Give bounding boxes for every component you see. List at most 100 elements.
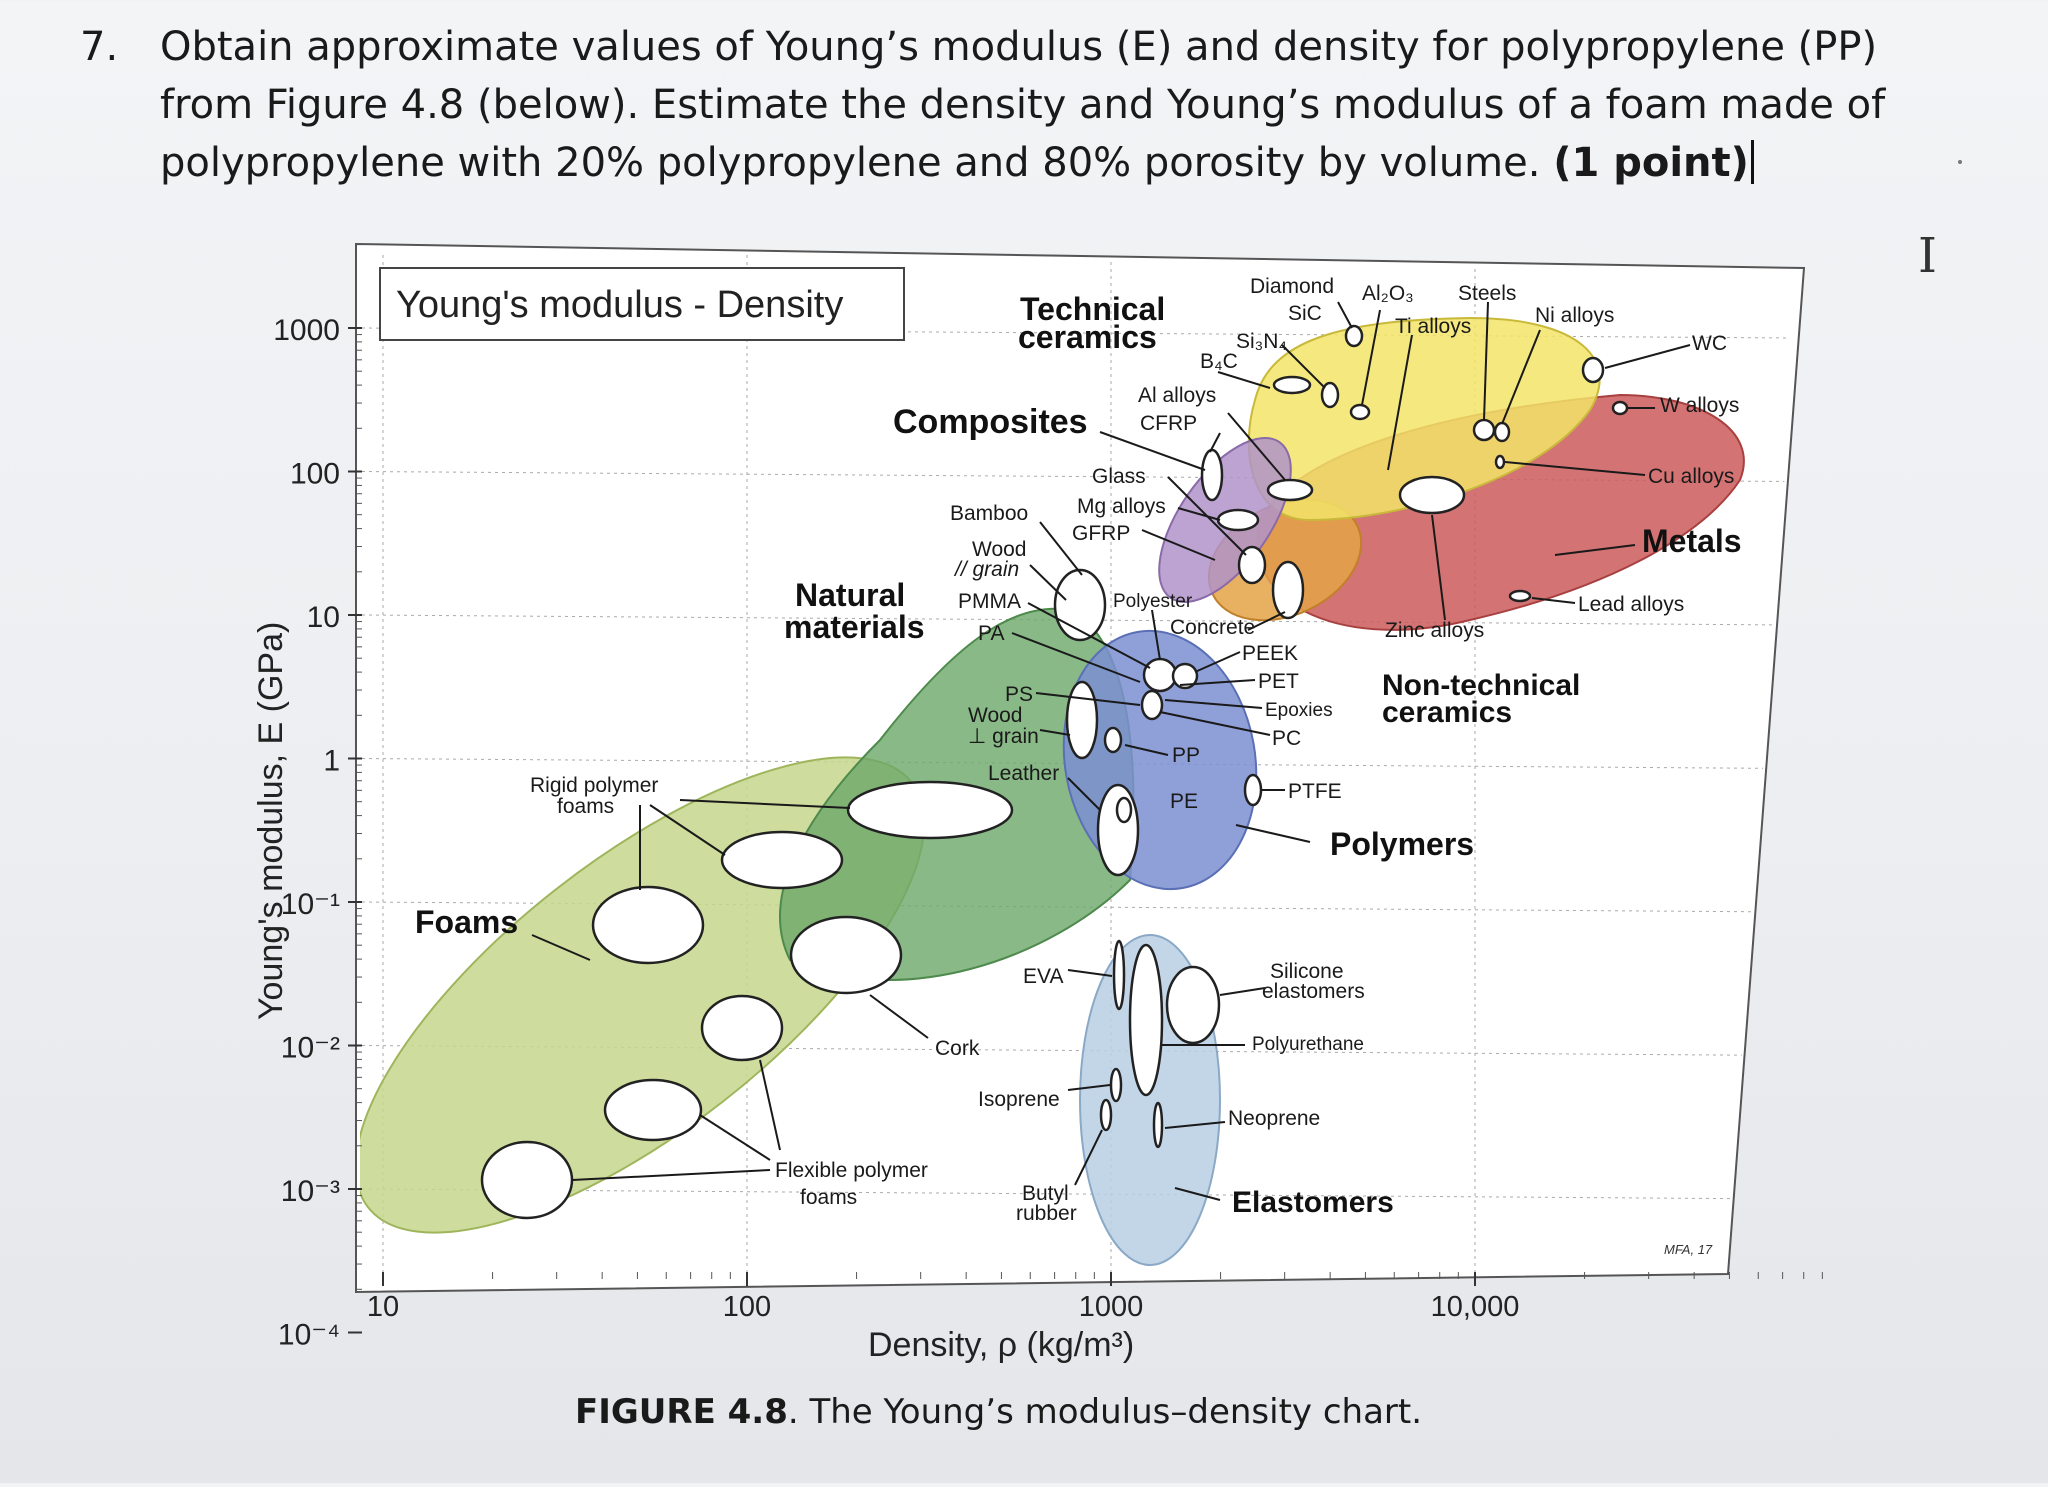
label-ti-alloys: Ti alloys xyxy=(1395,315,1471,338)
y-tick-label-4: 10⁻¹ xyxy=(281,888,340,921)
leader-polymers xyxy=(1235,824,1311,843)
leader-b4c xyxy=(1217,371,1271,389)
stray-dot xyxy=(1958,160,1962,164)
material-bubbles xyxy=(480,324,1629,1220)
leader-pet xyxy=(1179,679,1256,686)
bubble-ptfe xyxy=(1243,773,1263,807)
label-tech-ceramics-2: ceramics xyxy=(1018,319,1157,355)
label-cfrp: CFRP xyxy=(1140,412,1197,435)
bubble-lead xyxy=(1508,589,1532,603)
question-number: 7. xyxy=(80,24,119,70)
label-glass: Glass xyxy=(1092,465,1146,488)
leader-steels xyxy=(1483,301,1489,421)
bubble-al2o3 xyxy=(1349,403,1371,421)
label-pa: PA xyxy=(978,622,1004,645)
bubble-diamond xyxy=(1344,324,1364,348)
leader-leather xyxy=(1067,777,1101,811)
bubble-cfrp xyxy=(1200,448,1224,502)
leader-neoprene xyxy=(1164,1121,1226,1129)
label-flex-foams-1: Flexible polymer xyxy=(775,1159,928,1182)
leader-polyester xyxy=(1151,609,1161,661)
y-tick-label-2: 10 xyxy=(307,601,340,634)
x-tick-label-2: 1000 xyxy=(1079,1291,1144,1323)
bubble-wood-perp xyxy=(1065,680,1099,760)
label-peek: PEEK xyxy=(1242,642,1298,665)
leader-al xyxy=(1227,412,1286,481)
y-tick-label-3: 1 xyxy=(323,745,340,778)
leader-wood-par xyxy=(1029,564,1067,601)
credit: MFA, 17 xyxy=(1664,1242,1713,1257)
leader-concrete xyxy=(1247,611,1286,631)
family-labels: Foams Natural materials Composites Techn… xyxy=(415,291,1742,1219)
label-al-alloys: Al alloys xyxy=(1138,384,1216,407)
label-wood-par-2: // grain xyxy=(953,558,1019,581)
label-polymers: Polymers xyxy=(1330,826,1474,862)
y-tick-label-7: 10⁻⁴ xyxy=(278,1319,340,1352)
label-metals: Metals xyxy=(1642,523,1742,559)
label-polyester: Polyester xyxy=(1113,591,1193,612)
bubble-pmma xyxy=(1142,657,1178,693)
leader-rigid-2 xyxy=(649,804,726,856)
grid-h-6 xyxy=(361,1188,1791,1200)
bubble-wood-par xyxy=(1053,568,1107,642)
leader-eva xyxy=(1067,969,1113,977)
bubble-wc xyxy=(1581,356,1605,384)
leader-ps xyxy=(1035,692,1141,706)
bubble-polyurethane xyxy=(1128,943,1164,1097)
x-tick-label-3: 10,000 xyxy=(1431,1291,1520,1323)
label-al2o3: Al₂O₃ xyxy=(1362,282,1414,305)
label-wood-par-1: Wood xyxy=(972,538,1026,561)
leader-pc xyxy=(1159,711,1271,736)
label-bamboo: Bamboo xyxy=(950,502,1028,525)
x-axis-label: Density, ρ (kg/m³) xyxy=(868,1326,1134,1364)
leader-bamboo xyxy=(1039,521,1083,576)
label-silicone-2: elastomers xyxy=(1262,980,1365,1003)
leader-flex-3 xyxy=(759,1059,781,1151)
label-steels: Steels xyxy=(1458,282,1516,305)
leader-flex-2 xyxy=(699,1114,771,1161)
leader-rigid-3 xyxy=(679,799,851,809)
figure-caption-label: FIGURE 4.8 xyxy=(575,1392,788,1432)
label-gfrp: GFRP xyxy=(1072,522,1130,545)
label-silicone-1: Silicone xyxy=(1270,960,1344,983)
question-text-area[interactable]: Obtain approximate values of Young’s mod… xyxy=(160,18,1970,192)
leader-peek xyxy=(1194,651,1241,673)
label-cork: Cork xyxy=(935,1037,980,1060)
label-concrete: Concrete xyxy=(1170,616,1255,639)
label-eva: EVA xyxy=(1023,965,1063,988)
leader-cfrp xyxy=(1209,432,1221,453)
label-tech-ceramics-1: Technical xyxy=(1020,291,1165,327)
y-tick-label-5: 10⁻² xyxy=(281,1032,340,1065)
leader-elastomers xyxy=(1174,1187,1221,1201)
leader-mg xyxy=(1177,507,1221,521)
leader-flex-1 xyxy=(571,1169,771,1181)
label-sic: SiC xyxy=(1288,302,1322,325)
bubble-epoxy xyxy=(1140,689,1164,721)
x-tick-label-1: 100 xyxy=(723,1291,771,1323)
label-wood-perp-1: Wood xyxy=(968,704,1022,727)
label-nontech-ceramics-1: Non-technical xyxy=(1382,669,1580,702)
label-cu-alloys: Cu alloys xyxy=(1648,465,1734,488)
bubble-silicone xyxy=(1165,965,1221,1045)
bubble-pe xyxy=(1115,796,1133,824)
text-caret xyxy=(1750,140,1754,184)
label-pet: PET xyxy=(1258,670,1299,693)
bubble-ni xyxy=(1493,421,1511,443)
leader-ti xyxy=(1387,334,1413,471)
label-wc: WC xyxy=(1692,332,1727,355)
bubble-isoprene xyxy=(1109,1067,1123,1103)
leader-pa xyxy=(1011,632,1141,683)
bubble-concrete xyxy=(1271,560,1305,620)
label-wood-perp-2: ⊥ grain xyxy=(968,725,1039,748)
label-diamond: Diamond xyxy=(1250,275,1334,298)
label-lead-alloys: Lead alloys xyxy=(1578,593,1684,616)
label-butyl-1: Butyl xyxy=(1022,1182,1069,1205)
bubble-w-alloys xyxy=(1611,400,1629,416)
question-text: Obtain approximate values of Young’s mod… xyxy=(160,24,1886,186)
leader-cu xyxy=(1504,461,1646,476)
y-tick-label-1: 100 xyxy=(290,458,340,491)
leader-metals xyxy=(1554,544,1636,556)
leader-wc xyxy=(1604,344,1691,369)
